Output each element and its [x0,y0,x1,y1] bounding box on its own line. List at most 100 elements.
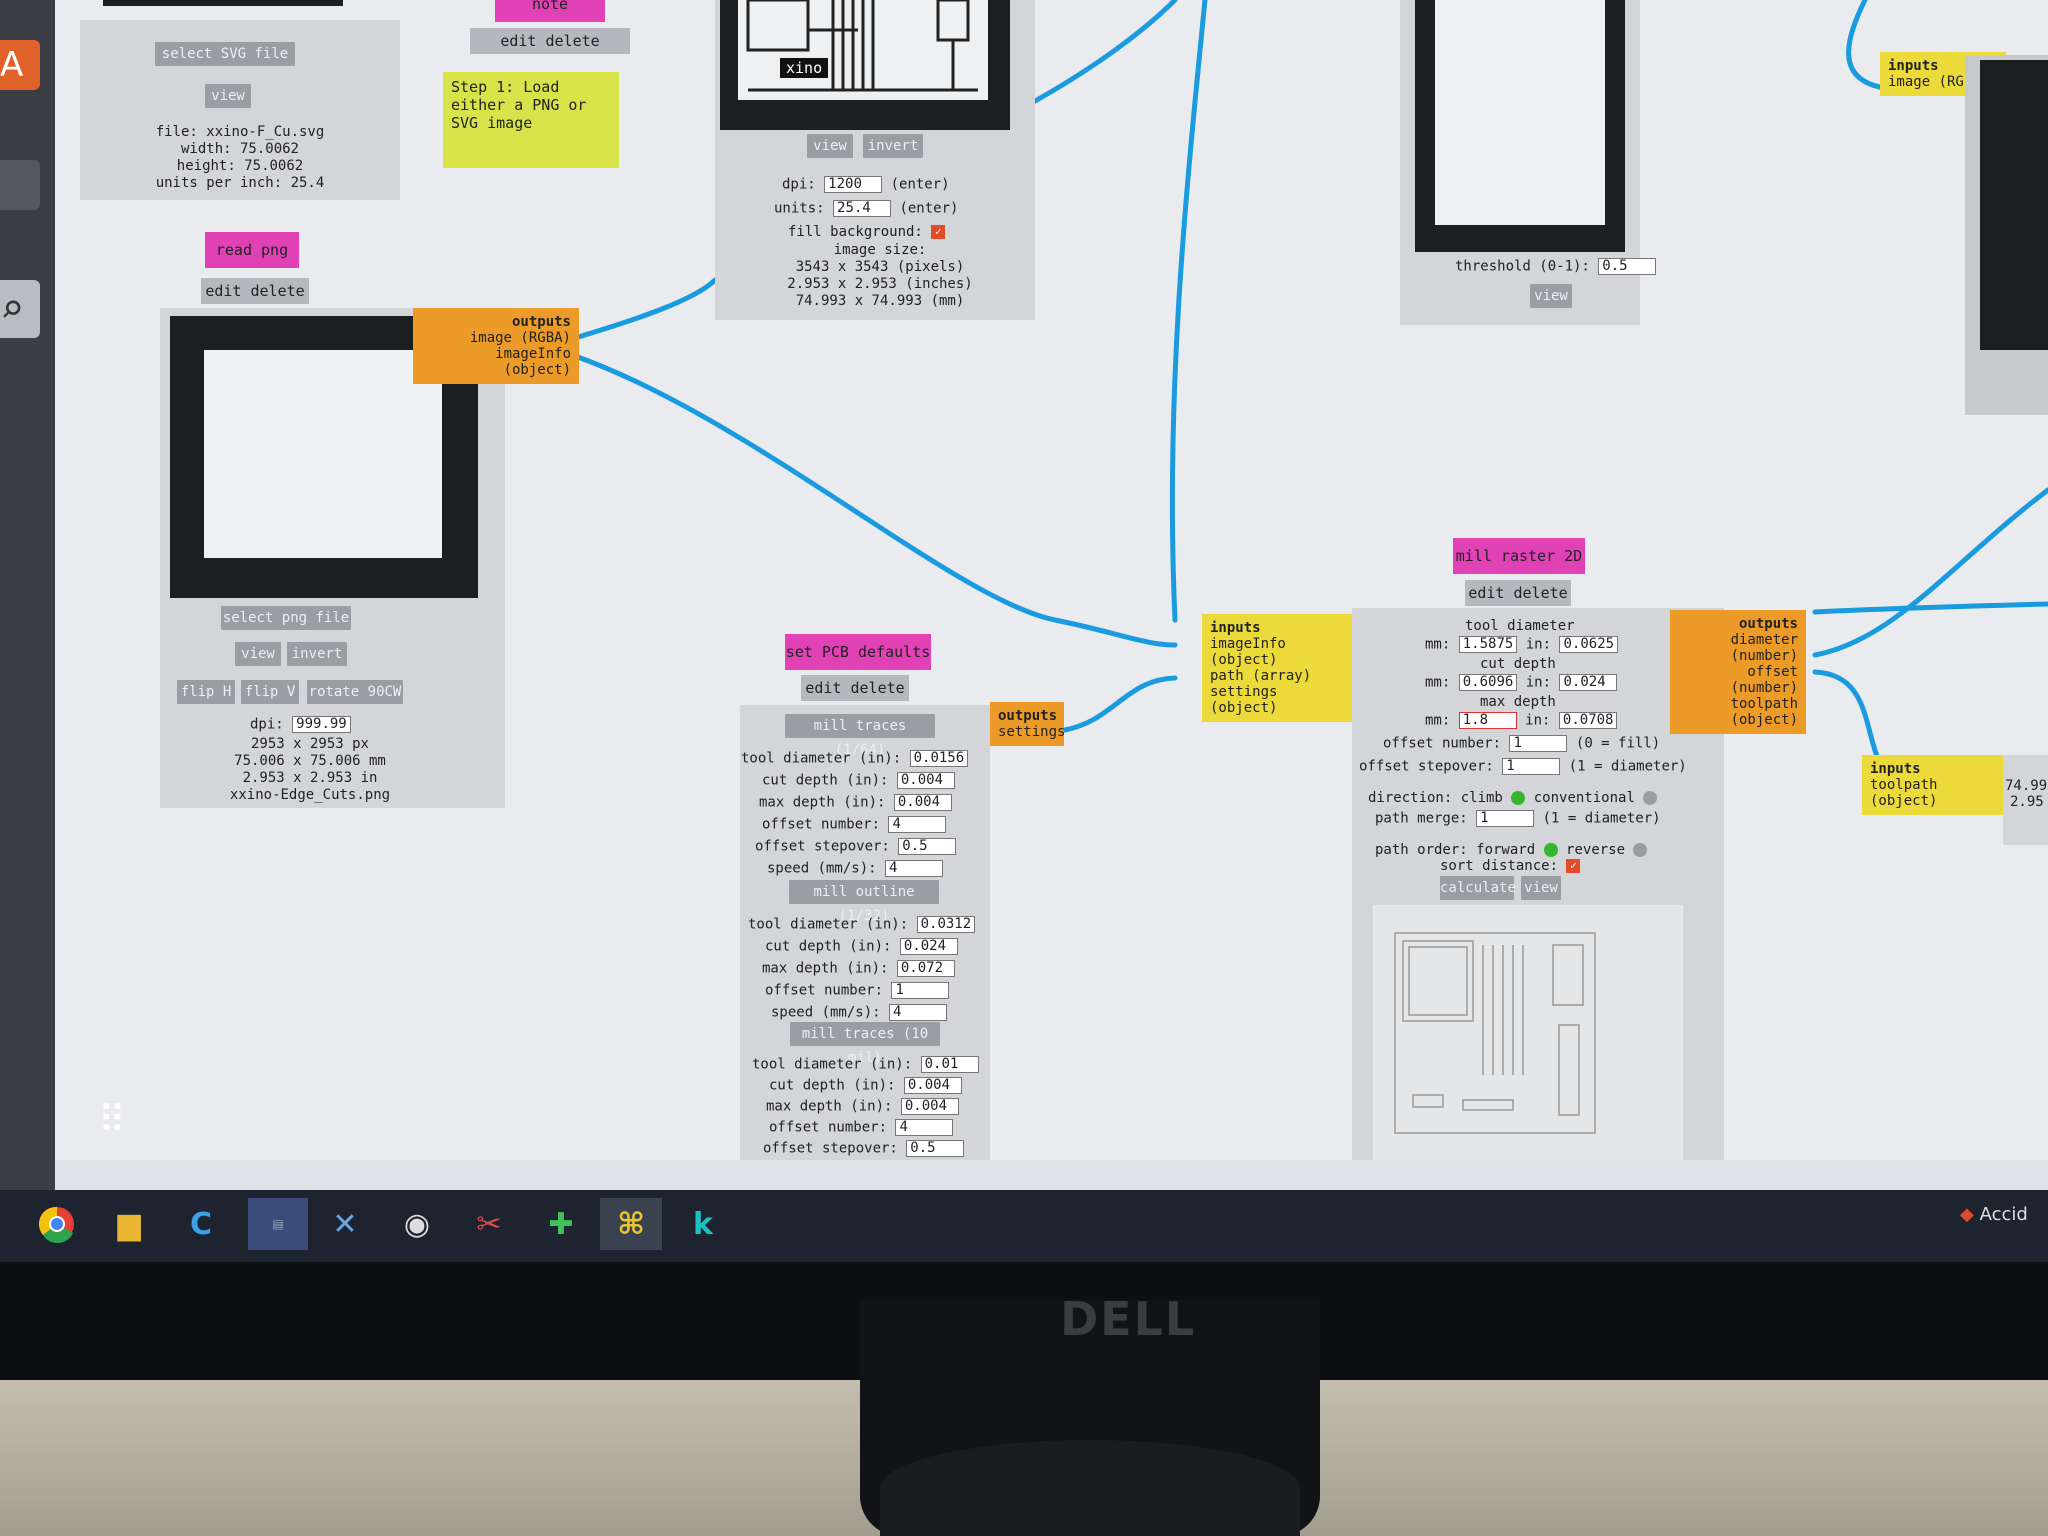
select-svg-button[interactable]: select SVG file [155,42,295,66]
mods-canvas[interactable]: select SVG file view file: xxino-F_Cu.sv… [55,0,2048,1160]
b-cut-input[interactable]: 0.024 [899,938,958,955]
threshold-view-button[interactable]: view [1530,284,1572,308]
a-step-input[interactable]: 0.5 [898,838,957,855]
image-view-button[interactable]: view [807,134,853,158]
3d-app-icon[interactable]: ▤ [248,1198,308,1250]
search-icon[interactable]: ⌕ [0,280,40,338]
snip-tool-icon[interactable]: ✂ [476,1206,502,1242]
threshold-input[interactable]: 0.5 [1598,258,1657,275]
flip-v-button[interactable]: flip V [241,680,299,704]
cut-depth-row: mm: 0.6096 in: 0.024 [1425,674,1618,691]
toolpath-inputs[interactable]: inputs toolpath (object) [1862,755,2004,815]
xino-label: xino [780,58,829,78]
a-offnum-input[interactable]: 4 [888,816,947,833]
c-tool-input[interactable]: 0.01 [920,1056,979,1073]
b-speed-row: speed (mm/s): 4 [771,1004,948,1021]
c-app-icon[interactable]: C [189,1206,213,1242]
b-tool-row: tool diameter (in): 0.0312 [748,916,976,933]
a-speed-input[interactable]: 4 [885,860,944,877]
c-offnum-input[interactable]: 4 [895,1119,954,1136]
max-depth-row: mm: 1.8 in: 0.0708 [1425,712,1618,729]
note-edit-delete[interactable]: edit delete [470,28,630,54]
rotate-button[interactable]: rotate 90CW [307,680,403,704]
tool-in-input[interactable]: 0.0625 [1559,636,1619,653]
apps-grid-icon[interactable]: ⠿ [98,1098,126,1142]
png-dpi-input[interactable]: 999.99 [292,716,351,733]
climb-radio[interactable] [1511,791,1526,805]
note-header[interactable]: note [495,0,605,22]
a-step-row: offset stepover: 0.5 [755,838,957,855]
mill-raster-edit-delete[interactable]: edit delete [1465,580,1571,606]
reverse-radio[interactable] [1633,843,1648,857]
calculate-button[interactable]: calculate [1440,876,1516,900]
c-step-input[interactable]: 0.5 [906,1140,965,1157]
note-text[interactable]: Step 1: Load either a PNG or SVG image [443,72,619,168]
mill-traces-10mil-button[interactable]: mill traces (10 mil) [790,1022,940,1066]
png-invert-button[interactable]: invert [287,642,347,666]
wire-png-image-to-image [572,277,718,341]
sort-distance-checkbox[interactable]: ✓ [1566,859,1581,873]
read-png-edit-delete[interactable]: edit delete [201,278,309,304]
launcher-item-icon[interactable] [0,160,40,210]
mods-app-icon[interactable]: ⌘ [600,1198,662,1250]
path-merge-input[interactable]: 1 [1476,810,1535,827]
plus-app-icon[interactable]: ✚ [548,1206,574,1242]
mill-raster-inputs[interactable]: inputs imageInfo (object) path (array) s… [1202,614,1352,722]
a-cut-input[interactable]: 0.004 [896,772,955,789]
cut-in-input[interactable]: 0.024 [1559,674,1618,691]
b-max-input[interactable]: 0.072 [896,960,955,977]
svg-view-button[interactable]: view [205,84,251,108]
a-cut-row: cut depth (in): 0.004 [762,772,955,789]
a-max-input[interactable]: 0.004 [893,794,952,811]
b-tool-input[interactable]: 0.0312 [916,916,976,933]
offset-stepover-input[interactable]: 1 [1502,758,1561,775]
circle-app-icon[interactable]: ◉ [403,1206,431,1242]
units-row: units: 25.4 (enter) [774,200,959,217]
b-offnum-input[interactable]: 1 [891,982,950,999]
select-png-button[interactable]: select png file [221,606,351,630]
c-max-input[interactable]: 0.004 [900,1098,959,1115]
adobe-icon[interactable]: A [0,40,40,90]
a-tool-input[interactable]: 0.0156 [909,750,969,767]
tool-mm-input[interactable]: 1.5875 [1458,636,1518,653]
dpi-input[interactable]: 1200 [824,176,883,193]
image-invert-button[interactable]: invert [863,134,923,158]
pcb-defaults-header[interactable]: set PCB defaults [785,634,931,670]
mill-traces-164-button[interactable]: mill traces (1/64) [785,714,935,758]
file-explorer-icon[interactable]: ▆ [117,1206,141,1242]
png-view-button[interactable]: view [235,642,281,666]
mill-raster-header[interactable]: mill raster 2D [1453,538,1585,574]
flip-h-button[interactable]: flip H [177,680,235,704]
notification-text[interactable]: ◆ Accid [1960,1204,2028,1225]
read-png-header[interactable]: read png [205,232,299,268]
toolpath-preview-drawing [1394,932,1596,1134]
tool-diameter-row: mm: 1.5875 in: 0.0625 [1425,636,1619,653]
pcb-defaults-outputs[interactable]: outputs settings [990,702,1065,746]
mill-raster-outputs[interactable]: outputs diameter (number) offset (number… [1670,610,1806,734]
max-in-input[interactable]: 0.0708 [1558,712,1618,729]
k-app-icon[interactable]: k [693,1206,713,1242]
max-mm-input[interactable]: 1.8 [1458,712,1517,729]
units-input[interactable]: 25.4 [833,200,892,217]
conventional-radio[interactable] [1643,791,1658,805]
chrome-icon[interactable] [32,1198,82,1250]
forward-radio[interactable] [1543,843,1558,857]
cut-mm-input[interactable]: 0.6096 [1458,674,1518,691]
b-speed-input[interactable]: 4 [889,1004,948,1021]
pcb-trace-preview [746,0,978,92]
pcb-defaults-edit-delete[interactable]: edit delete [801,675,909,701]
monitor-brand: DELL [1060,1292,1197,1346]
fill-background-checkbox[interactable]: ✓ [931,225,946,239]
mill-view-button[interactable]: view [1521,876,1561,900]
max-depth-label: max depth [1480,694,1556,710]
png-outputs[interactable]: outputs image (RGBA) imageInfo (object) [413,308,579,384]
a-max-row: max depth (in): 0.004 [759,794,952,811]
butterfly-app-icon[interactable]: ✕ [332,1206,358,1242]
threshold-row: threshold (0-1): 0.5 [1455,258,1657,275]
offset-number-input[interactable]: 1 [1509,735,1568,752]
cut-depth-label: cut depth [1480,656,1556,672]
mill-outline-132-button[interactable]: mill outline (1/32) [789,880,939,924]
c-cut-input[interactable]: 0.004 [903,1077,962,1094]
svg-width: width: 75.0062 [180,141,299,157]
png-preview-area [204,350,442,558]
